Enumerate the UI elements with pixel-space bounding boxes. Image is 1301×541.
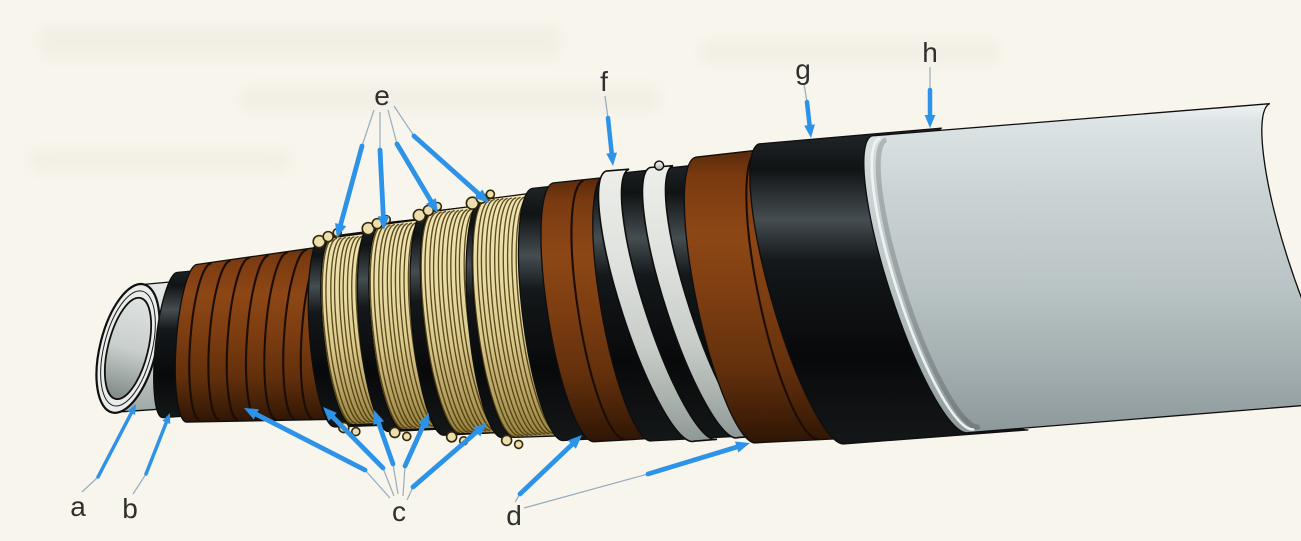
brown-wrap-3-seams (745, 150, 819, 440)
cord-end-curl (513, 439, 524, 450)
label-c-arrow-1 (244, 408, 391, 499)
cord-end-curl (361, 221, 376, 236)
cord-end-curl (412, 208, 427, 223)
ring-cut-end-tab (653, 160, 665, 171)
label-c-arrow-5 (406, 423, 487, 501)
label-e: e (374, 80, 390, 111)
cord-end-curl (445, 431, 458, 443)
liner-end-face (95, 282, 161, 414)
label-c-arrow-4 (402, 413, 429, 497)
label-d: d (506, 500, 522, 531)
cord-end-curl (312, 234, 326, 249)
cord-end-curl (401, 431, 412, 442)
label-h-arrow-1 (924, 67, 936, 128)
cord-end-curl (322, 230, 334, 243)
label-e-arrow-3 (387, 109, 438, 213)
label-a-arrow-1 (81, 404, 136, 493)
white-spacer-ring-1 (597, 168, 718, 443)
cord-end-curl (485, 189, 496, 199)
liner-bore (103, 296, 153, 401)
cover-front-edge-highlight (870, 136, 975, 431)
background-mottle (700, 40, 1000, 64)
background-mottle (30, 150, 290, 172)
background-mottle (40, 25, 560, 59)
label-c-arrow-2 (323, 407, 395, 497)
label-f: f (600, 66, 608, 97)
background-mottle (240, 86, 660, 112)
label-g-arrow-1 (803, 83, 815, 138)
label-d-arrow-2 (523, 441, 750, 509)
label-b-arrow-1 (132, 413, 171, 495)
cord-end-curl (465, 196, 480, 210)
cord-end-curl (500, 434, 513, 447)
label-e-arrow-2 (377, 112, 390, 230)
label-b: b (122, 493, 138, 524)
cord-end-curl (351, 426, 361, 437)
label-h: h (922, 37, 938, 68)
label-c-arrow-3 (373, 410, 399, 495)
label-f-arrow-1 (604, 95, 618, 166)
label-d-arrow-1 (514, 435, 582, 503)
label-a: a (70, 491, 86, 522)
label-e-arrow-1 (335, 109, 375, 238)
label-g: g (795, 54, 811, 85)
outer-gray-cover (863, 103, 1301, 434)
cord-end-curl (388, 426, 401, 439)
label-c: c (392, 496, 406, 527)
label-e-arrow-4 (393, 105, 489, 203)
